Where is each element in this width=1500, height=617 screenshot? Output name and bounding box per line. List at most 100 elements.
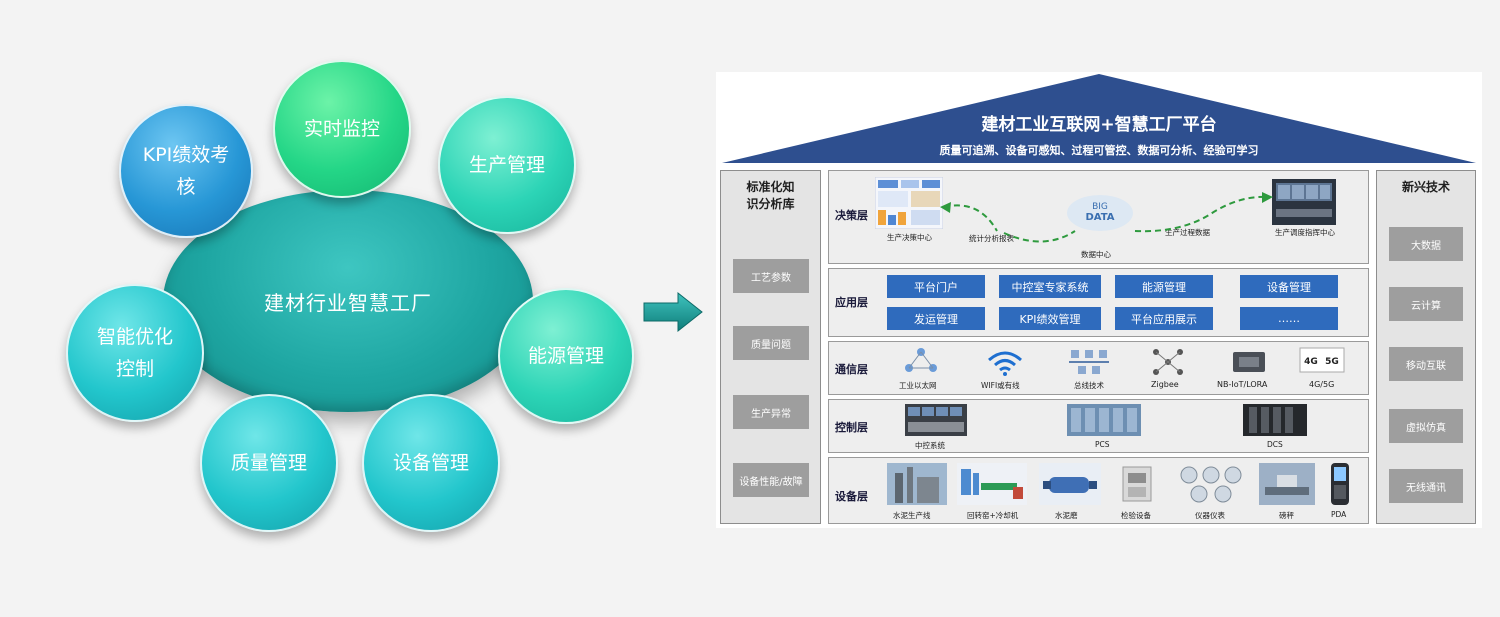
tech-item: 无线通讯 bbox=[1389, 469, 1463, 503]
knowledge-base-title-line1: 标准化知 bbox=[746, 180, 795, 194]
bubble-control-line2: 控制 bbox=[115, 358, 154, 380]
wifi-icon bbox=[988, 351, 1022, 376]
layer-caption: 统计分析报表 bbox=[969, 234, 1014, 243]
bubble-kpi-line2: 核 bbox=[176, 176, 196, 198]
bubble-equipment: 设备管理 bbox=[362, 394, 500, 532]
cement-plant-photo bbox=[887, 463, 947, 505]
weighbridge-photo bbox=[1259, 463, 1315, 505]
tech-item: 云计算 bbox=[1389, 287, 1463, 321]
bubble-control-line1: 智能优化 bbox=[96, 326, 173, 348]
knowledge-base-title: 标准化知 识分析库 bbox=[721, 179, 820, 213]
communication-layer: 通信层 工业以太网 WIFI或有线 总线技术 Zigbee NB-IoT/LOR… bbox=[828, 341, 1369, 395]
dcs-control-room-photo bbox=[905, 404, 967, 436]
layer-name: 设备层 bbox=[835, 490, 868, 503]
layer-caption: 仪器仪表 bbox=[1195, 511, 1225, 520]
right-arrow-icon bbox=[643, 291, 703, 333]
app-button: 平台门户 bbox=[887, 275, 985, 298]
knowledge-base-title-line2: 识分析库 bbox=[746, 197, 795, 211]
layer-name: 决策层 bbox=[835, 209, 868, 222]
layer-caption: 生产调度指挥中心 bbox=[1275, 228, 1335, 237]
application-layer: 应用层 平台门户 中控室专家系统 能源管理 设备管理 发运管理 KPI绩效管理 … bbox=[828, 268, 1369, 337]
emerging-tech-title: 新兴技术 bbox=[1401, 180, 1450, 194]
layer-caption: 中控系统 bbox=[915, 441, 945, 450]
layer-name: 应用层 bbox=[835, 296, 868, 309]
app-button: 设备管理 bbox=[1240, 275, 1338, 298]
platform-subtitle: 质量可追溯、设备可感知、过程可管控、数据可分析、经验可学习 bbox=[939, 144, 1259, 157]
bubble-production: 生产管理 bbox=[438, 96, 576, 234]
cellular-4g-5g-icon: 4G 5G bbox=[1299, 347, 1345, 373]
platform-panel: 建材工业互联网+智慧工厂平台 质量可追溯、设备可感知、过程可管控、数据可分析、经… bbox=[716, 72, 1482, 528]
big-data-cloud-icon: BIG DATA bbox=[1067, 195, 1133, 231]
layer-caption: 4G/5G bbox=[1309, 380, 1335, 389]
layer-caption: 回转窑+冷却机 bbox=[967, 511, 1019, 520]
bubble-energy: 能源管理 bbox=[498, 288, 634, 424]
app-button: KPI绩效管理 bbox=[999, 307, 1101, 330]
kb-item: 生产异常 bbox=[733, 395, 809, 429]
kb-item: 设备性能/故障 bbox=[733, 463, 809, 497]
kb-item: 质量问题 bbox=[733, 326, 809, 360]
app-button: 平台应用展示 bbox=[1115, 307, 1213, 330]
kb-item: 工艺参数 bbox=[733, 259, 809, 293]
decision-layer: 决策层 生产决策中心 统计分析报表 BIG DATA 数据中心 生产过程数据 生… bbox=[828, 170, 1369, 264]
dcs-rack-photo bbox=[1243, 404, 1307, 436]
bubble-production-label: 生产管理 bbox=[468, 154, 545, 176]
svg-text:4G: 4G bbox=[1304, 357, 1318, 367]
fieldbus-icon bbox=[1069, 350, 1109, 374]
layer-caption: 磅秤 bbox=[1279, 511, 1294, 520]
layer-name: 控制层 bbox=[835, 421, 868, 434]
layer-caption: 工业以太网 bbox=[899, 381, 937, 390]
tech-item: 大数据 bbox=[1389, 227, 1463, 261]
layer-caption: DCS bbox=[1267, 440, 1283, 449]
bubble-quality: 质量管理 bbox=[200, 394, 338, 532]
control-center-photo bbox=[1272, 179, 1336, 225]
pcs-cabinet-photo bbox=[1067, 404, 1141, 436]
svg-text:BIG: BIG bbox=[1092, 202, 1108, 212]
layer-caption: NB-IoT/LORA bbox=[1217, 380, 1268, 389]
layer-name: 通信层 bbox=[835, 363, 868, 376]
rotary-kiln-diagram bbox=[957, 463, 1027, 505]
testing-equipment-icon bbox=[1122, 466, 1152, 502]
knowledge-base-column: 标准化知 识分析库 工艺参数 质量问题 生产异常 设备性能/故障 bbox=[720, 170, 821, 524]
layer-caption: PDA bbox=[1331, 510, 1347, 519]
nb-iot-module-icon bbox=[1233, 352, 1265, 372]
layer-caption: 生产过程数据 bbox=[1165, 228, 1210, 237]
layer-caption: 生产决策中心 bbox=[887, 233, 932, 242]
svg-text:DATA: DATA bbox=[1085, 212, 1114, 223]
app-button: 能源管理 bbox=[1115, 275, 1213, 298]
bubble-quality-label: 质量管理 bbox=[230, 452, 307, 474]
layer-caption: 水泥磨 bbox=[1055, 511, 1078, 520]
bubble-energy-label: 能源管理 bbox=[527, 345, 604, 367]
tech-item: 虚拟仿真 bbox=[1389, 409, 1463, 443]
pda-handheld-icon bbox=[1331, 463, 1349, 505]
device-layer: 设备层 水泥生产线 回转窑+冷却机 水泥磨 检验设备 仪器仪表 磅秤 bbox=[828, 457, 1369, 524]
layer-caption: WIFI或有线 bbox=[981, 381, 1020, 390]
zigbee-mesh-icon bbox=[1153, 349, 1183, 375]
app-button: 发运管理 bbox=[887, 307, 985, 330]
emerging-tech-column: 新兴技术 大数据 云计算 移动互联 虚拟仿真 无线通讯 bbox=[1376, 170, 1476, 524]
layer-caption: 水泥生产线 bbox=[893, 511, 931, 520]
bubble-control: 智能优化控制 bbox=[66, 284, 204, 422]
layer-caption: 总线技术 bbox=[1074, 381, 1104, 390]
svg-text:5G: 5G bbox=[1325, 357, 1339, 367]
layer-caption: 检验设备 bbox=[1121, 511, 1151, 520]
app-button: …… bbox=[1240, 307, 1338, 330]
control-layer: 控制层 中控系统 PCS DCS bbox=[828, 399, 1369, 453]
bubble-equipment-label: 设备管理 bbox=[392, 452, 469, 474]
instruments-meters-icon bbox=[1180, 466, 1242, 503]
bubble-kpi-line1: KPI绩效考 bbox=[142, 144, 230, 166]
bubble-monitor-label: 实时监控 bbox=[303, 118, 380, 140]
app-button: 中控室专家系统 bbox=[999, 275, 1101, 298]
layer-caption: 数据中心 bbox=[1081, 250, 1111, 259]
platform-title: 建材工业互联网+智慧工厂平台 bbox=[981, 115, 1217, 135]
layer-caption: Zigbee bbox=[1151, 380, 1179, 389]
center-ellipse: 建材行业智慧工厂 bbox=[163, 190, 533, 412]
dashed-flow-arrows bbox=[940, 192, 1273, 243]
center-label: 建材行业智慧工厂 bbox=[264, 290, 432, 315]
dashboard-thumbnail bbox=[875, 177, 943, 229]
roof-shape bbox=[722, 74, 1476, 163]
cement-mill-icon bbox=[1039, 463, 1101, 505]
tech-item: 移动互联 bbox=[1389, 347, 1463, 381]
bubble-kpi: KPI绩效考核 bbox=[119, 104, 253, 238]
ethernet-network-icon bbox=[905, 348, 937, 372]
bubble-monitor: 实时监控 bbox=[273, 60, 411, 198]
